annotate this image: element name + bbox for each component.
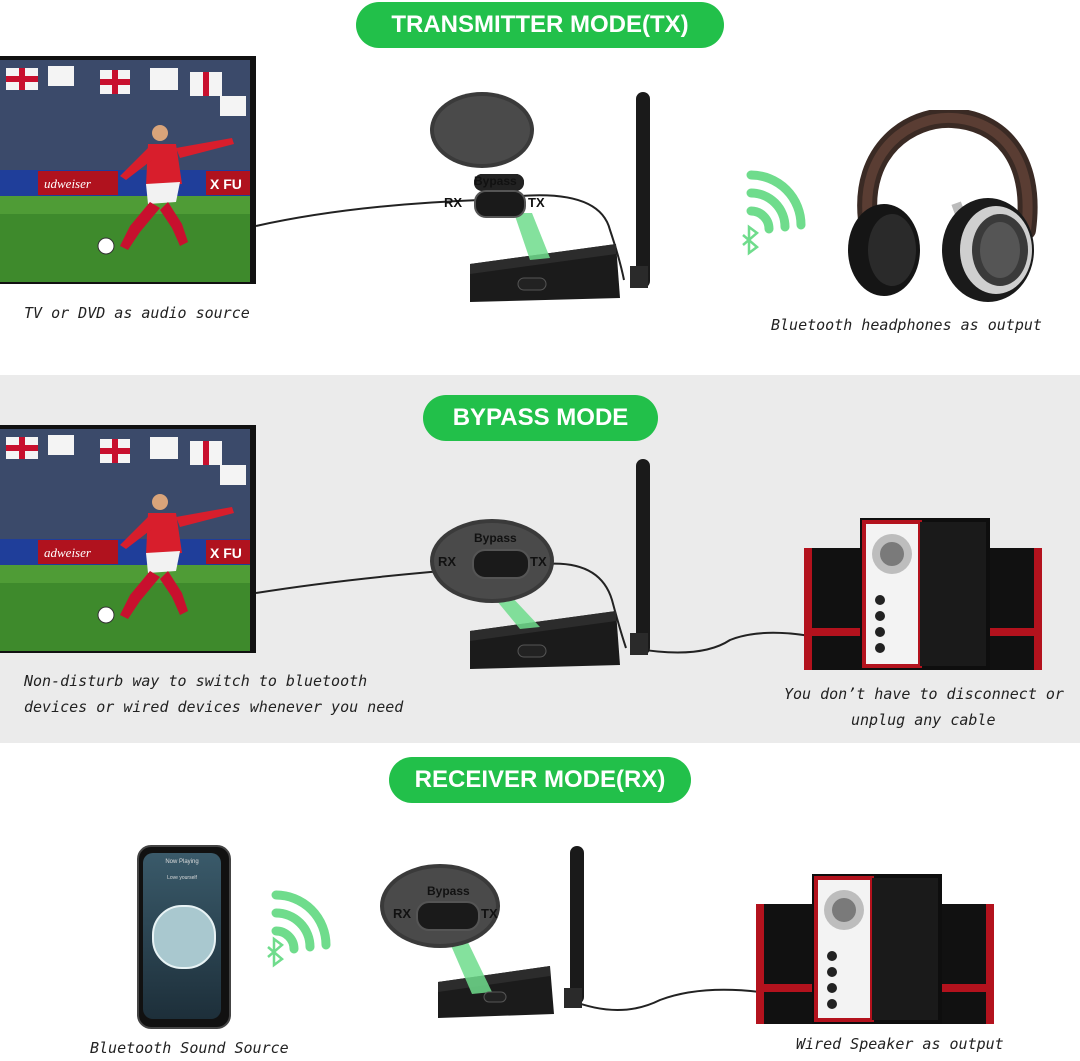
song-title: Love yourself: [167, 875, 197, 881]
mode-switch: [474, 190, 526, 218]
switch-bypass-label: Bypass: [474, 174, 517, 188]
mode-switch: [472, 549, 530, 579]
now-playing-label: Now Playing: [165, 859, 199, 865]
bluetooth-icon: [267, 936, 284, 968]
bluetooth-icon: [742, 224, 759, 256]
speaker-icon: [756, 874, 994, 1024]
phone-screen: Now Playing Love yourself: [143, 853, 221, 1019]
rx-source-caption: Bluetooth Sound Source: [90, 1039, 289, 1057]
wireless-signal-icon: [742, 170, 806, 256]
tv-banner-text-2: X FU: [210, 545, 242, 561]
rx-output-caption: Wired Speaker as output: [796, 1035, 1004, 1053]
antenna-icon: [636, 459, 650, 655]
switch-tx-label: TX: [530, 554, 547, 569]
antenna-icon: [636, 92, 650, 288]
switch-rx-label: RX: [393, 906, 412, 921]
switch-tx-label: TX: [528, 195, 545, 210]
tv-banner-text-2: X FU: [210, 176, 242, 192]
tv-icon: adweiser X FU: [0, 425, 256, 653]
bypass-source-caption-line2: devices or wired devices whenever you ne…: [24, 698, 404, 716]
receiver-device: [380, 846, 584, 1018]
tv-icon: udweiser X FU: [0, 56, 256, 284]
wireless-signal-icon: [267, 890, 331, 968]
tv-banner-text: udweiser: [44, 176, 92, 191]
transmitter-device: [430, 92, 650, 302]
mode-switch: [416, 901, 480, 931]
speaker-icon: [804, 518, 1042, 670]
tx-output-caption: Bluetooth headphones as output: [771, 316, 1042, 334]
tv-banner-text: adweiser: [44, 545, 92, 560]
bypass-source-caption-line1: Non-disturb way to switch to bluetooth: [24, 672, 368, 690]
soccer-player: [97, 494, 234, 624]
switch-rx-label: RX: [444, 195, 463, 210]
tx-mode-title: TRANSMITTER MODE(TX): [356, 2, 724, 48]
bypass-device: [430, 459, 650, 669]
switch-bypass-label: Bypass: [427, 884, 470, 898]
headphones-icon: [848, 110, 1038, 302]
smartphone-icon: Now Playing Love yourself: [137, 845, 231, 1029]
soccer-player: [97, 125, 234, 255]
rx-mode-title: RECEIVER MODE(RX): [389, 757, 691, 803]
bypass-output-caption-line1: You don’t have to disconnect or: [784, 685, 1064, 703]
bypass-output-caption-line2: unplug any cable: [851, 711, 996, 729]
switch-bypass-label: Bypass: [474, 531, 517, 545]
antenna-icon: [570, 846, 584, 1004]
switch-rx-label: RX: [438, 554, 457, 569]
tx-source-caption: TV or DVD as audio source: [24, 304, 250, 322]
switch-tx-label: TX: [481, 906, 498, 921]
bypass-mode-title: BYPASS MODE: [423, 395, 658, 441]
album-art: [152, 905, 216, 969]
